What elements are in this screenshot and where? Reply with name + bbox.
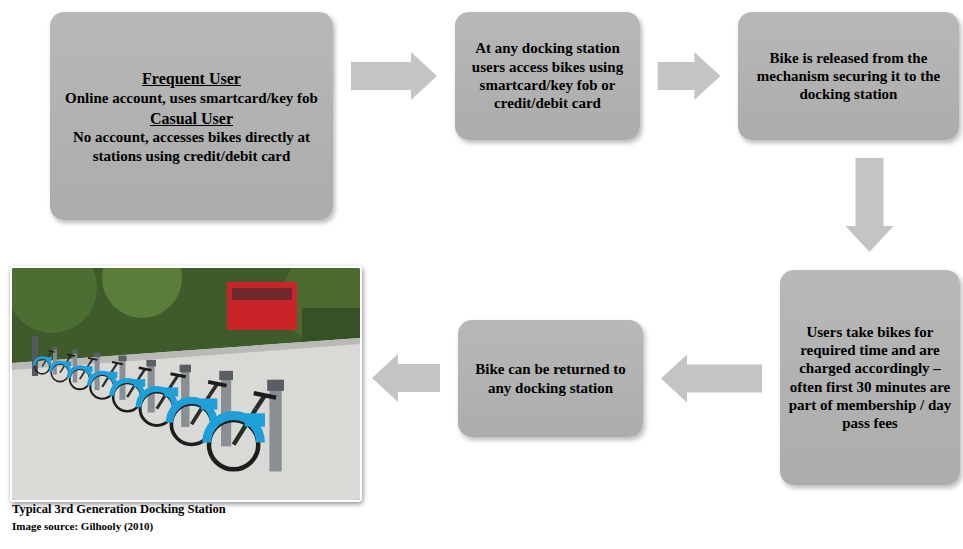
image-credit: Image source: Gilhooly (2010) (12, 520, 153, 532)
docking-station-photo (12, 268, 360, 500)
block-arrow (351, 52, 437, 100)
block-arrow (658, 52, 721, 100)
step-text: Bike can be returned to any docking stat… (466, 360, 635, 397)
step-text: Online account, uses smartcard/key fob (60, 89, 323, 107)
block-arrow (372, 354, 440, 402)
process-box: Bike is released from the mechanism secu… (738, 12, 959, 140)
process-box: Bike can be returned to any docking stat… (458, 320, 643, 437)
step-text: No account, accesses bikes directly at s… (60, 128, 323, 165)
block-arrow (846, 158, 894, 252)
process-box: At any docking station users access bike… (455, 12, 640, 140)
user-type-heading: Casual User (60, 109, 323, 129)
block-arrow (661, 355, 762, 403)
step-text: Users take bikes for required time and a… (788, 323, 952, 433)
photo-caption: Typical 3rd Generation Docking Station (12, 502, 226, 517)
docking-station-photo (10, 266, 362, 502)
step-text: Bike is released from the mechanism secu… (746, 49, 951, 104)
step-text: At any docking station users access bike… (463, 39, 632, 112)
user-type-heading: Frequent User (60, 69, 323, 89)
process-box: Users take bikes for required time and a… (780, 270, 960, 485)
process-box: Frequent UserOnline account, uses smartc… (50, 12, 333, 220)
